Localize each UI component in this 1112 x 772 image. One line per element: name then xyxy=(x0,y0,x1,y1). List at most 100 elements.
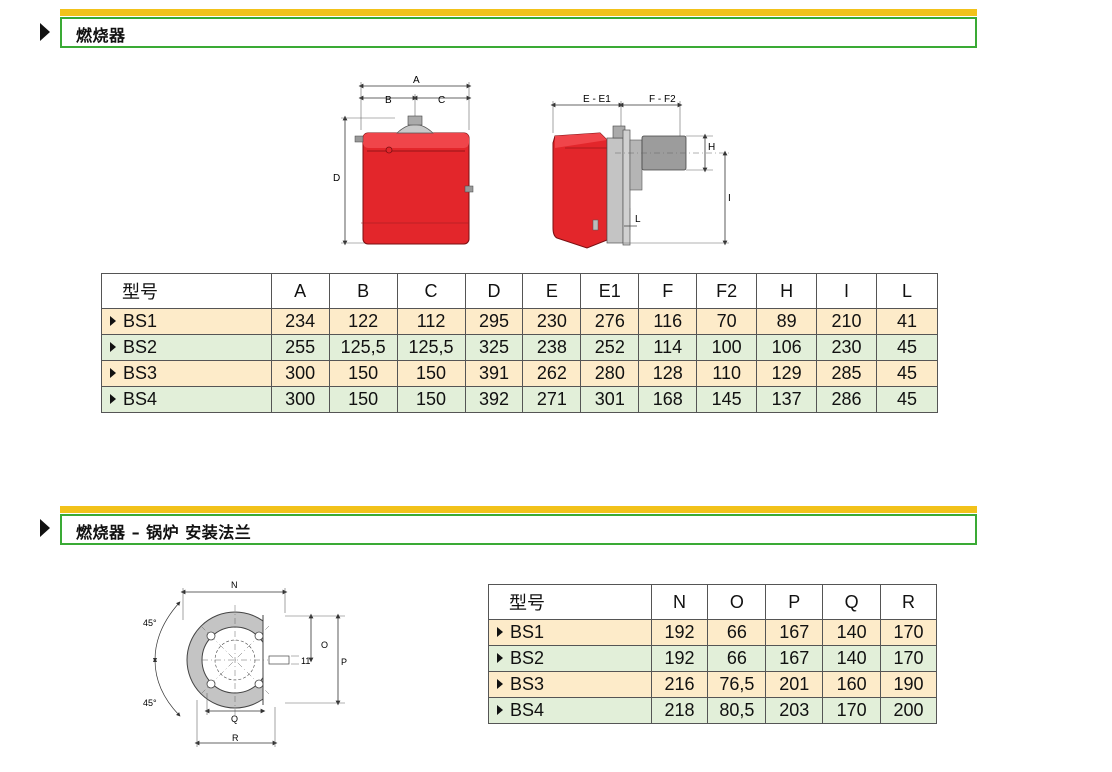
cell: 89 xyxy=(756,308,818,335)
cell: 168 xyxy=(638,386,698,413)
dim-label-E-E1: E - E1 xyxy=(583,94,611,105)
angle-label-bottom: 45° xyxy=(143,698,157,708)
cell: 106 xyxy=(756,334,818,361)
header-F2: F2 xyxy=(696,273,758,309)
burner-front-view: A B C D xyxy=(333,75,474,246)
dim-label-I: I xyxy=(728,193,731,204)
section-bullet-arrow xyxy=(40,23,50,41)
cell: 170 xyxy=(880,619,937,646)
cell: 137 xyxy=(756,386,818,413)
header-F: F xyxy=(638,273,698,309)
table-row: BS4 300 150 150 392 271 301 168 145 137 … xyxy=(101,386,939,413)
dim-label-H: H xyxy=(708,142,715,153)
cell: 301 xyxy=(580,386,640,413)
dim-label-N: N xyxy=(231,580,238,590)
cell: 190 xyxy=(880,671,937,698)
model-cell: BS2 xyxy=(101,334,272,361)
dim-label-C: C xyxy=(438,95,445,106)
model-cell: BS1 xyxy=(488,619,652,646)
model-name: BS2 xyxy=(510,648,545,668)
table-row: BS4 218 80,5 203 170 200 xyxy=(488,697,937,724)
cell: 230 xyxy=(816,334,877,361)
cell: 230 xyxy=(522,308,582,335)
cell: 170 xyxy=(880,645,937,672)
dim-label-O: O xyxy=(321,640,328,650)
cell: 41 xyxy=(875,308,939,335)
cell: 45 xyxy=(875,386,939,413)
cell: 150 xyxy=(328,360,398,387)
header-C: C xyxy=(396,273,466,309)
cell: 325 xyxy=(464,334,524,361)
cell: 114 xyxy=(638,334,698,361)
cell: 285 xyxy=(816,360,877,387)
cell: 300 xyxy=(270,386,330,413)
cell: 116 xyxy=(638,308,698,335)
row-bullet-icon xyxy=(497,653,503,664)
model-name: BS1 xyxy=(123,311,158,331)
cell: 140 xyxy=(822,645,882,672)
section-bullet-arrow xyxy=(40,519,50,537)
header-A: A xyxy=(270,273,330,309)
header-H: H xyxy=(756,273,818,309)
cell: 218 xyxy=(650,697,709,724)
header-box: 燃烧器 xyxy=(60,17,977,48)
table-header-row: 型号 N O P Q R xyxy=(488,584,937,620)
cell: 110 xyxy=(696,360,758,387)
dim-label-D: D xyxy=(333,173,340,184)
model-cell: BS4 xyxy=(488,697,652,724)
cell: 262 xyxy=(522,360,582,387)
cell: 167 xyxy=(765,619,824,646)
header-O: O xyxy=(707,584,767,620)
model-name: BS1 xyxy=(510,622,545,642)
cell: 200 xyxy=(880,697,937,724)
header-E1: E1 xyxy=(580,273,640,309)
cell: 203 xyxy=(765,697,824,724)
header-model: 型号 xyxy=(488,584,652,620)
cell: 70 xyxy=(696,308,758,335)
model-cell: BS2 xyxy=(488,645,652,672)
dim-label-A: A xyxy=(413,75,420,86)
angle-label-top: 45° xyxy=(143,618,157,628)
model-name: BS3 xyxy=(123,363,158,383)
burner-side-view: E - E1 F - F2 H I L xyxy=(550,94,731,249)
table-row: BS1 192 66 167 140 170 xyxy=(488,619,937,646)
cell: 216 xyxy=(650,671,709,698)
cell: 66 xyxy=(707,619,767,646)
model-name: BS3 xyxy=(510,674,545,694)
header-P: P xyxy=(765,584,824,620)
row-bullet-icon xyxy=(110,394,116,405)
cell: 192 xyxy=(650,645,709,672)
table-row: BS2 255 125,5 125,5 325 238 252 114 100 … xyxy=(101,334,939,361)
flange-dimension-drawing: N 45° 45° 11 O P Q R xyxy=(143,580,347,747)
cell: 192 xyxy=(650,619,709,646)
cell: 76,5 xyxy=(707,671,767,698)
cell: 280 xyxy=(580,360,640,387)
row-bullet-icon xyxy=(497,679,503,690)
cell: 210 xyxy=(816,308,877,335)
header-R: R xyxy=(880,584,937,620)
table-row: BS1 234 122 112 295 230 276 116 70 89 21… xyxy=(101,308,939,335)
cell: 160 xyxy=(822,671,882,698)
dim-label-P: P xyxy=(341,657,347,667)
header-L: L xyxy=(875,273,939,309)
header-accent-bar xyxy=(60,506,977,513)
cell: 66 xyxy=(707,645,767,672)
cell: 271 xyxy=(522,386,582,413)
flange-dimensions-table: 型号 N O P Q R BS1 192 66 167 140 170 BS2 … xyxy=(488,584,937,724)
cell: 145 xyxy=(696,386,758,413)
cell: 45 xyxy=(875,360,939,387)
cell: 255 xyxy=(270,334,330,361)
dim-label-Q: Q xyxy=(231,714,238,724)
model-name: BS4 xyxy=(123,389,158,409)
header-box: 燃烧器 – 锅炉 安装法兰 xyxy=(60,514,977,545)
model-cell: BS4 xyxy=(101,386,272,413)
model-name: BS4 xyxy=(510,700,545,720)
cell: 112 xyxy=(396,308,466,335)
dim-label-R: R xyxy=(232,733,239,743)
cell: 238 xyxy=(522,334,582,361)
cell: 295 xyxy=(464,308,524,335)
cell: 122 xyxy=(328,308,398,335)
row-bullet-icon xyxy=(497,705,503,716)
burner-dimension-drawing: A B C D E - E1 F - F2 xyxy=(333,75,731,249)
table-row: BS3 300 150 150 391 262 280 128 110 129 … xyxy=(101,360,939,387)
